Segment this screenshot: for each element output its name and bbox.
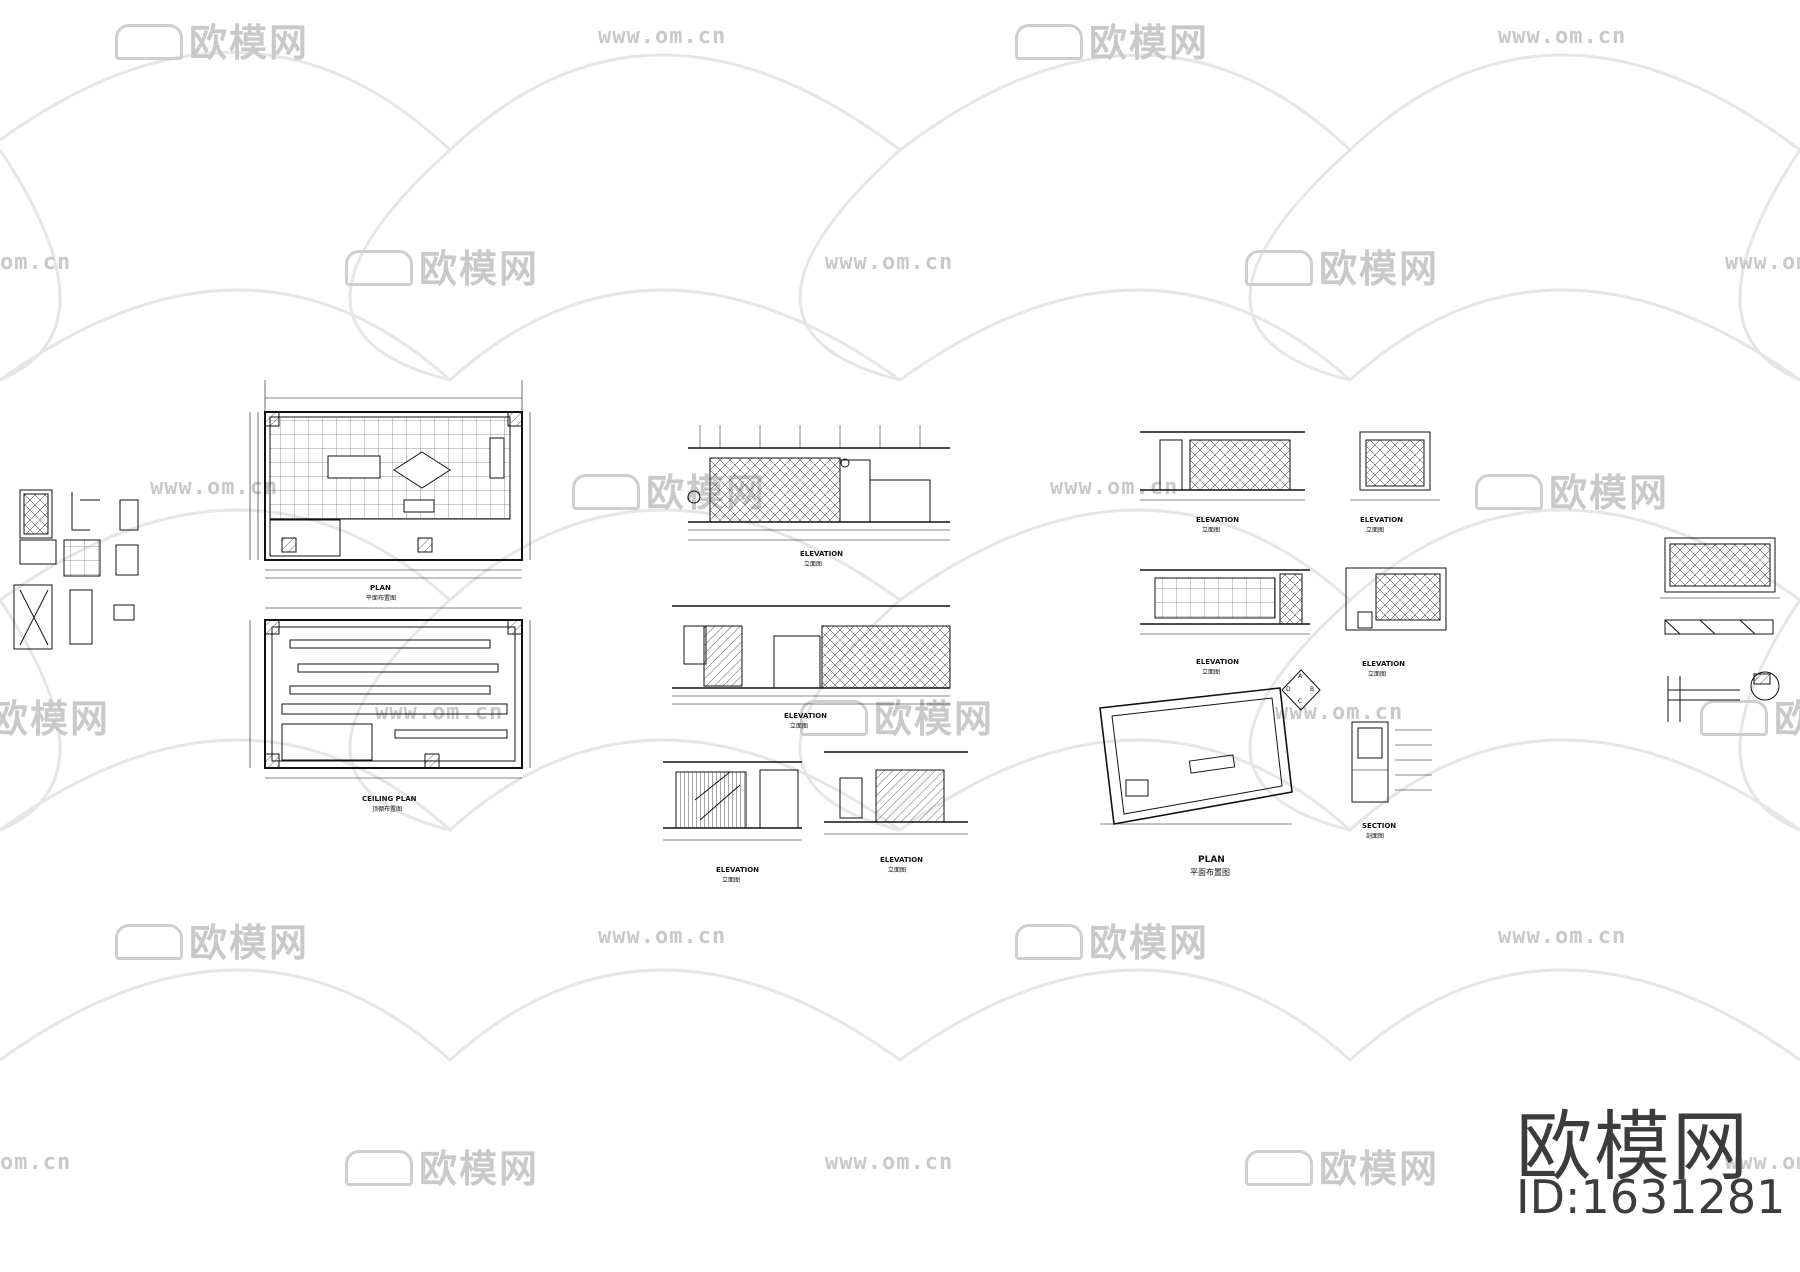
- watermark-url: om.cn: [0, 250, 72, 275]
- floor-plan-2: [1099, 669, 1321, 825]
- compass-letter-a: A: [1298, 673, 1303, 680]
- elevation-2: [672, 605, 951, 705]
- detail-cluster-left: [13, 489, 139, 650]
- elevation-3-subtitle: 立面图: [722, 877, 741, 884]
- watermark-brand: 欧模网: [1015, 912, 1209, 967]
- elevation-a-title: ELEVATION: [1196, 516, 1240, 524]
- plan-title: PLAN: [370, 584, 391, 592]
- watermark-brand: 欧模网: [1475, 462, 1669, 517]
- watermark-brand: 欧模网: [0, 697, 111, 741]
- watermark-brand: 欧模网: [1245, 238, 1439, 293]
- elevation-2-title: ELEVATION: [784, 712, 828, 720]
- elevation-a-subtitle: 立面图: [1202, 527, 1221, 534]
- watermark-url: www.om.cn: [825, 250, 954, 275]
- elevation-4-subtitle: 立面图: [888, 867, 907, 874]
- plan-2-title: PLAN: [1198, 855, 1225, 865]
- section-detail: [1351, 721, 1432, 803]
- watermark-url: www.om.cn: [598, 924, 727, 949]
- elevation-c-subtitle: 立面图: [1202, 669, 1221, 676]
- elevation-3: [663, 761, 802, 841]
- watermark-brand: 欧模网: [345, 238, 539, 293]
- elevation-3-title: ELEVATION: [716, 866, 760, 874]
- watermark-brand: 欧模网: [345, 1138, 539, 1193]
- compass-letter-c: C: [1298, 698, 1303, 705]
- watermark-url: om.cn: [0, 1150, 72, 1175]
- watermark-url: www.om.cn: [1725, 250, 1800, 275]
- corner-brand-id: ID:1631281: [1516, 1170, 1786, 1224]
- elevation-b: [1350, 431, 1440, 501]
- watermark-url: www.om.cn: [1498, 24, 1627, 49]
- elevation-a: [1140, 431, 1305, 501]
- compass-letter-d: D: [1286, 686, 1291, 693]
- elevation-d-subtitle: 立面图: [1368, 671, 1387, 678]
- plan-subtitle: 平面布置图: [366, 595, 397, 602]
- watermark-brand: 欧模网: [1245, 1138, 1439, 1193]
- elevation-1: [687, 425, 950, 541]
- watermark-url: www.om.cn: [150, 475, 279, 500]
- watermark-url: www.om.cn: [598, 24, 727, 49]
- plan-2-subtitle: 平面布置图: [1190, 868, 1230, 877]
- elevation-d-title: ELEVATION: [1362, 660, 1406, 668]
- floor-plan: [249, 380, 531, 579]
- watermark-url: www.om.cn: [1275, 700, 1404, 725]
- elevation-4-title: ELEVATION: [880, 856, 924, 864]
- elevation-b-subtitle: 立面图: [1366, 527, 1385, 534]
- elevation-2-subtitle: 立面图: [790, 723, 809, 730]
- watermark-brand: 欧模网: [115, 912, 309, 967]
- elevation-4: [824, 751, 968, 835]
- elevation-1-title: ELEVATION: [800, 550, 844, 558]
- elevation-d: [1345, 567, 1447, 631]
- elevation-1-subtitle: 立面图: [804, 561, 823, 568]
- ceiling-plan-title: CEILING PLAN: [362, 795, 417, 803]
- watermark-url: www.om.cn: [1725, 1150, 1800, 1175]
- elevation-c-title: ELEVATION: [1196, 658, 1240, 666]
- section-title: SECTION: [1362, 822, 1397, 830]
- watermark-brand: 欧模网: [115, 12, 309, 67]
- compass-letter-b: B: [1310, 686, 1315, 693]
- detail-cluster-right: [1660, 537, 1780, 722]
- section-subtitle: 剖面图: [1366, 833, 1385, 840]
- elevation-c: [1140, 569, 1310, 635]
- watermark-url: www.om.cn: [1050, 475, 1179, 500]
- watermark-brand: 欧模网: [1015, 12, 1209, 67]
- watermark-brand: 欧模网: [800, 688, 994, 743]
- ceiling-plan-subtitle: 顶棚布置图: [372, 806, 403, 813]
- elevation-b-title: ELEVATION: [1360, 516, 1404, 524]
- watermark-url: www.om.cn: [825, 1150, 954, 1175]
- ceiling-plan: [249, 607, 531, 779]
- watermark-url: www.om.cn: [1498, 924, 1627, 949]
- corner-brand-title: 欧模网: [1516, 1102, 1750, 1191]
- watermark-brand: 欧模网: [1700, 688, 1800, 743]
